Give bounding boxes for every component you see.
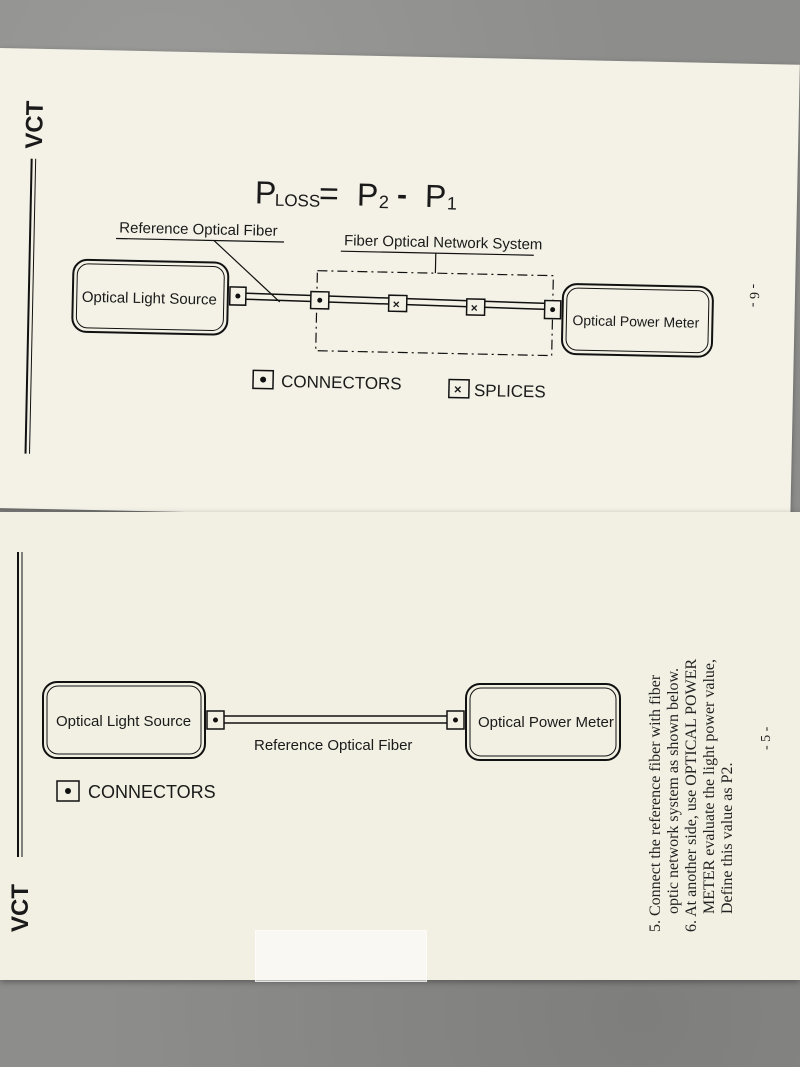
light-source-device — [42, 681, 206, 759]
manual-page-6: VCT P LOSS = P 2 - P 1 Reference Optical… — [0, 48, 800, 525]
page-5-content: VCT Optical Light Source Reference Optic… — [7, 552, 774, 932]
svg-text:2: 2 — [379, 192, 389, 212]
splices-legend-label: SPLICES — [474, 381, 546, 401]
svg-text:Define this value as P2.: Define this value as P2. — [719, 762, 736, 914]
power-meter-device — [465, 683, 621, 761]
brand-logo: VCT — [21, 100, 49, 149]
brand-rule — [24, 158, 33, 454]
connectors-legend-label: CONNECTORS — [88, 782, 216, 802]
svg-text:6. At another side, use OPTICA: 6. At another side, use OPTICAL POWER — [683, 659, 700, 932]
svg-text:-: - — [397, 178, 408, 211]
loss-formula: P LOSS = P 2 - P 1 — [255, 174, 457, 214]
brand-logo: VCT — [7, 884, 34, 932]
splice-icon — [465, 298, 486, 316]
svg-text:optic network system as shown: optic network system as shown below. — [665, 668, 682, 914]
svg-text:×: × — [454, 382, 462, 397]
svg-text:LOSS: LOSS — [275, 191, 321, 211]
manual-page-5: VCT Optical Light Source Reference Optic… — [0, 512, 800, 980]
connectors-legend-label: CONNECTORS — [281, 372, 402, 394]
light-source-label: Optical Light Source — [56, 713, 191, 730]
page-number-5: - 5 - — [759, 726, 774, 750]
svg-text:P: P — [425, 178, 447, 214]
reference-fiber-pointer — [213, 240, 281, 303]
svg-text:1: 1 — [447, 193, 457, 213]
page-number-6: - 6 - — [746, 284, 761, 308]
splice-legend-icon — [448, 378, 470, 399]
svg-text:=: = — [319, 175, 340, 213]
network-system-box — [315, 270, 554, 357]
network-system-label: Fiber Optical Network System — [344, 232, 543, 253]
svg-text:P: P — [255, 174, 277, 210]
power-meter-label: Optical Power Meter — [478, 714, 614, 731]
reference-fiber-label: Reference Optical Fiber — [254, 737, 412, 754]
power-meter-device — [561, 283, 714, 358]
light-source-label: Optical Light Source — [82, 289, 217, 309]
svg-text:P: P — [357, 177, 379, 213]
instructions-text: 5. Connect the reference fiber with fibe… — [647, 659, 736, 932]
svg-text:METER evaluate the light power: METER evaluate the light power value, — [701, 659, 718, 914]
power-meter-label: Optical Power Meter — [572, 312, 699, 331]
reference-fiber-label: Reference Optical Fiber — [119, 220, 278, 240]
svg-text:×: × — [393, 297, 400, 311]
svg-text:×: × — [471, 301, 478, 315]
splice-icon — [387, 294, 408, 313]
tape-strip — [255, 930, 427, 982]
light-source-device — [71, 258, 230, 336]
svg-text:5. Connect the reference fiber: 5. Connect the reference fiber with fibe… — [647, 674, 664, 932]
page-6-content: VCT P LOSS = P 2 - P 1 Reference Optical… — [21, 100, 761, 454]
